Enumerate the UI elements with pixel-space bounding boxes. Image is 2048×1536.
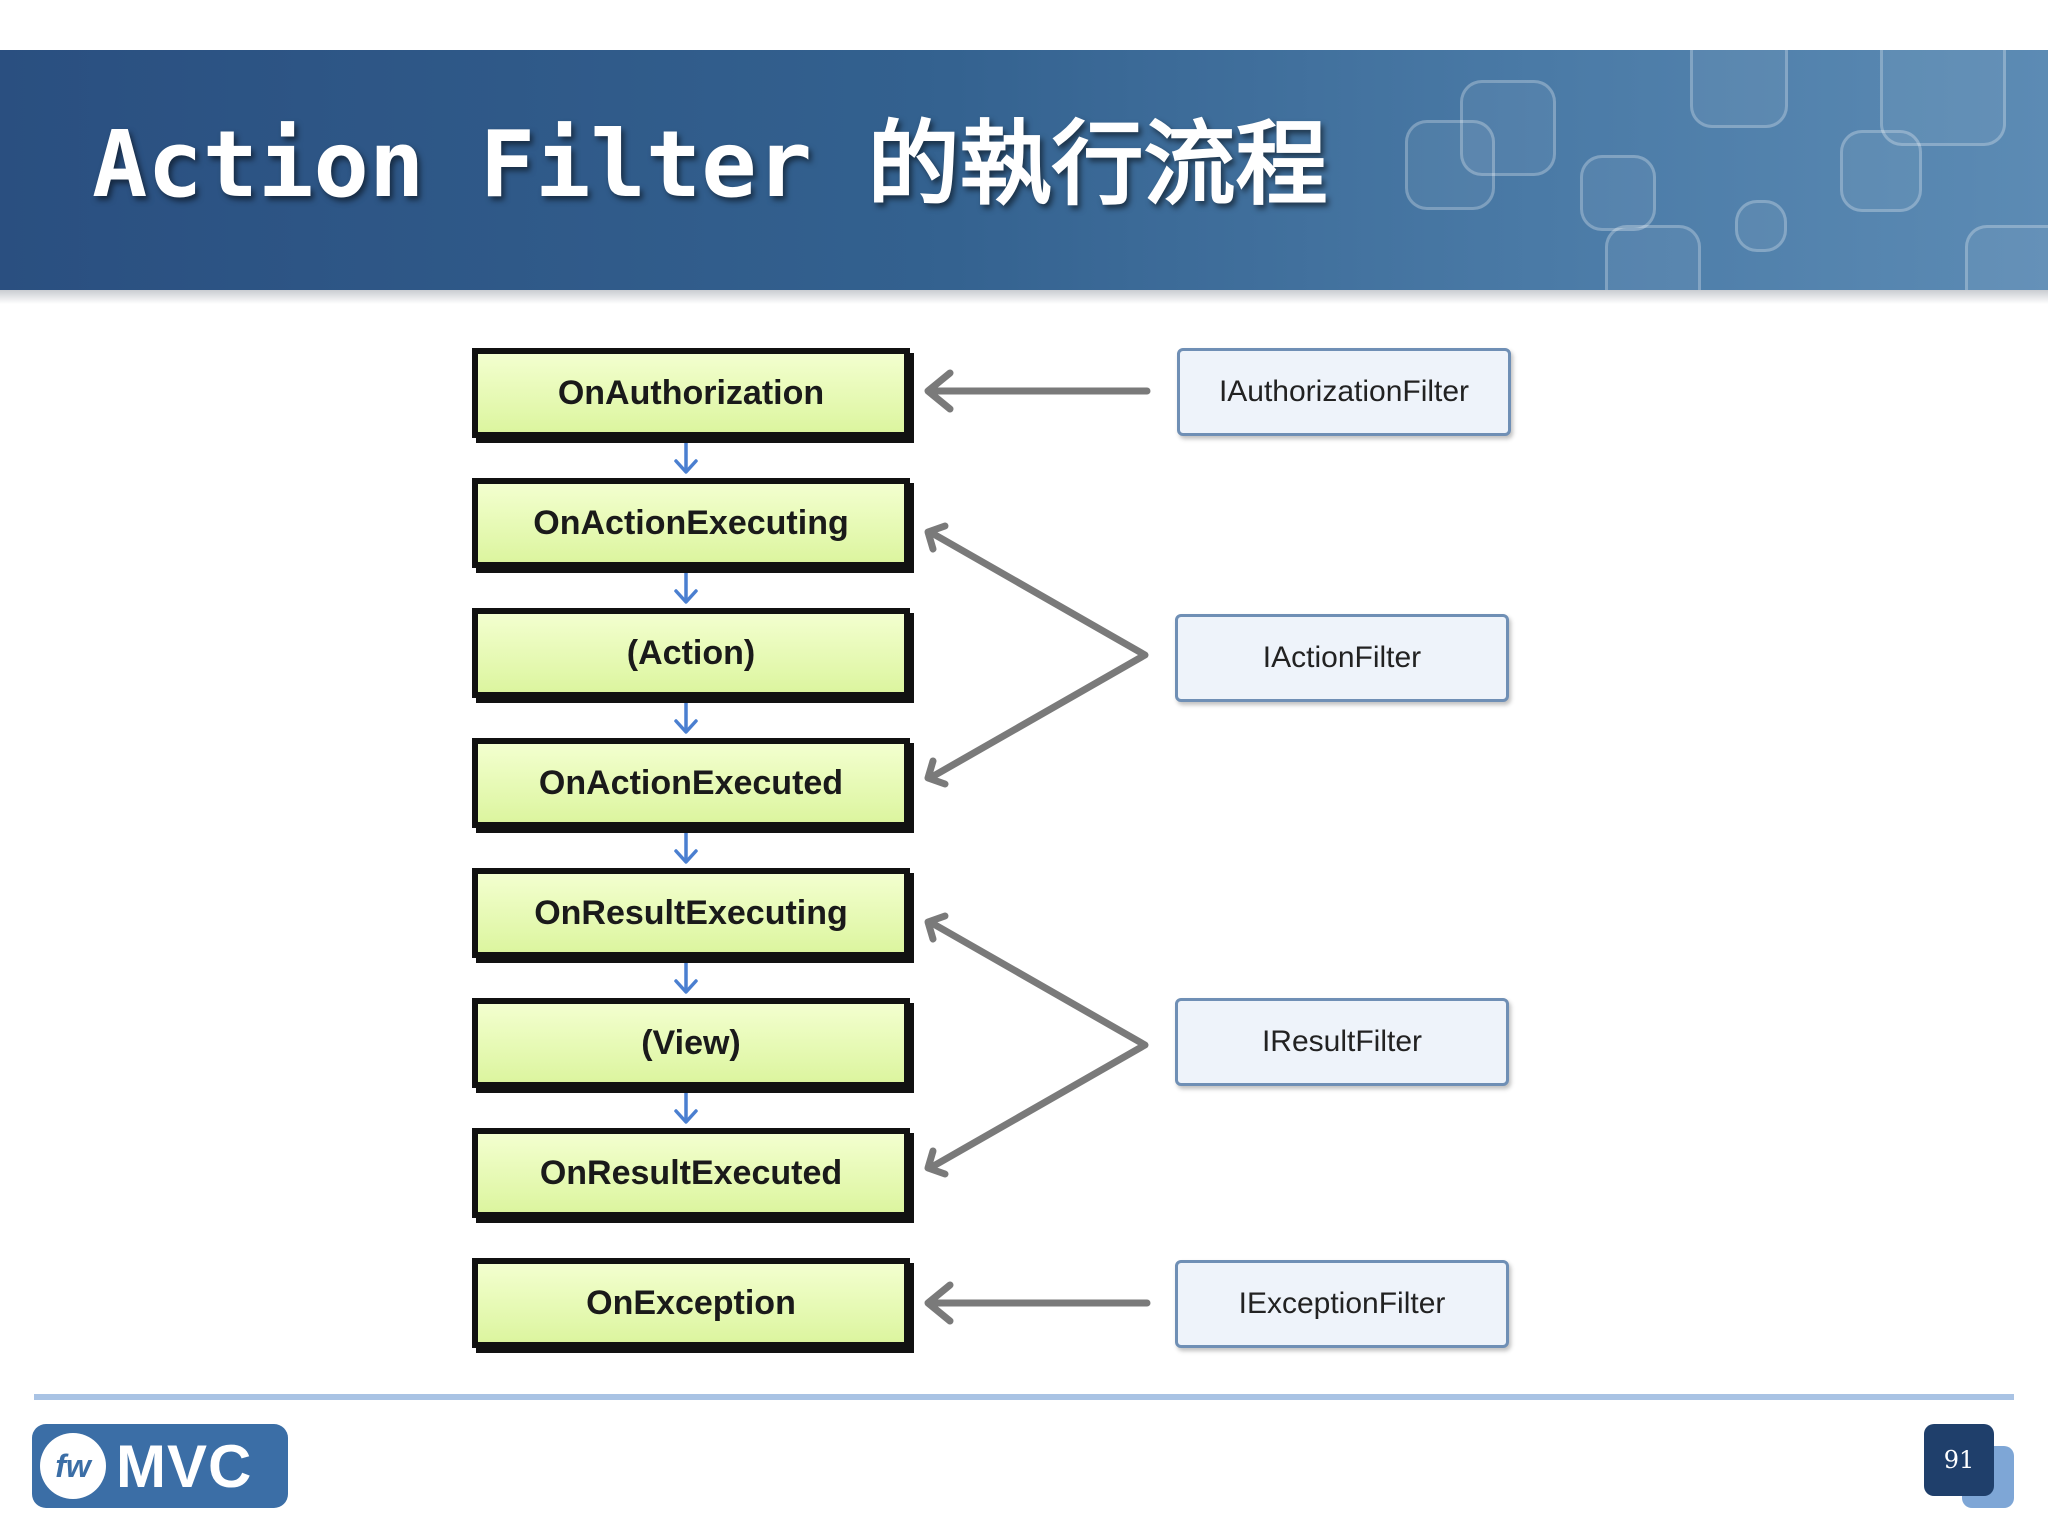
logo-product-text: MVC (116, 1432, 253, 1500)
step-on-action-executing: OnActionExecuting (472, 478, 910, 568)
action-filter-arrow (926, 528, 1149, 782)
result-filter-arrow-head-bottom (924, 1147, 949, 1178)
exception-arrow-head (924, 1281, 954, 1325)
action-filter-arrow-head-top (924, 522, 949, 553)
fw-logo-badge: fw (40, 1433, 106, 1499)
flow-arrow-head (674, 979, 698, 994)
mvc-logo: fw MVC (32, 1424, 288, 1508)
decorative-square (1605, 225, 1701, 290)
slide-title: Action Filter 的執行流程 (92, 111, 1328, 218)
step-on-action-executed: OnActionExecuted (472, 738, 910, 828)
decorative-square (1965, 225, 2048, 290)
step-view: (View) (472, 998, 910, 1088)
interface-arrows (924, 369, 1151, 1325)
flow-arrow-head (674, 589, 698, 604)
result-filter-arrow (926, 918, 1149, 1172)
page-number: 91 (1924, 1424, 1994, 1496)
banner-shadow (0, 290, 2048, 304)
decorative-square (1460, 80, 1556, 176)
interface-authorization-filter: IAuthorizationFilter (1177, 348, 1511, 436)
authorization-arrow-head (924, 369, 954, 413)
title-banner (0, 50, 2048, 290)
flow-arrows (674, 441, 698, 1124)
flow-arrow-head (674, 459, 698, 474)
decorative-square (1690, 50, 1788, 128)
flow-arrow-head (674, 849, 698, 864)
step-on-exception: OnException (472, 1258, 910, 1348)
flow-arrow-head (674, 719, 698, 734)
step-action: (Action) (472, 608, 910, 698)
decorative-square (1880, 50, 2006, 146)
result-filter-arrow-head-top (924, 912, 949, 943)
step-on-result-executed: OnResultExecuted (472, 1128, 910, 1218)
step-on-result-executing: OnResultExecuting (472, 868, 910, 958)
interface-action-filter: IActionFilter (1175, 614, 1509, 702)
footer-divider (34, 1394, 2014, 1400)
action-filter-arrow-head-bottom (924, 757, 949, 788)
flow-arrow-head (674, 1109, 698, 1124)
decorative-square (1580, 155, 1656, 231)
interface-result-filter: IResultFilter (1175, 998, 1509, 1086)
step-on-authorization: OnAuthorization (472, 348, 910, 438)
decorative-square (1735, 200, 1787, 252)
interface-exception-filter: IExceptionFilter (1175, 1260, 1509, 1348)
